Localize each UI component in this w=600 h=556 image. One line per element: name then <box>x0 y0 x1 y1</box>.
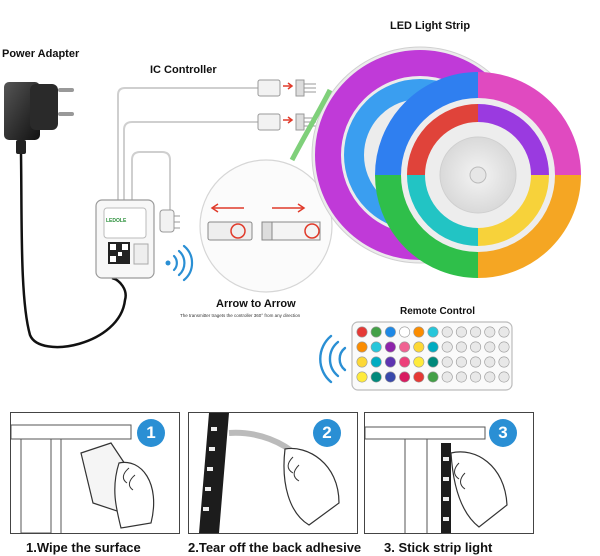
remote-key <box>484 341 496 353</box>
ic-controller-wires <box>117 87 258 210</box>
remote-key <box>356 356 368 368</box>
remote-key <box>399 371 411 383</box>
remote-key <box>484 326 496 338</box>
step-badge-1: 1 <box>137 419 165 447</box>
remote-key <box>384 341 396 353</box>
remote-key <box>441 371 453 383</box>
step-caption-3: 3. Stick strip light <box>384 540 493 555</box>
remote-key <box>413 341 425 353</box>
controller-brand-text: LEDOLE <box>106 218 127 224</box>
remote-key <box>413 326 425 338</box>
remote-key <box>455 326 467 338</box>
remote-key <box>455 371 467 383</box>
power-cable <box>19 153 127 349</box>
arrow-to-arrow-note: The transmitter tragets the controller 3… <box>180 313 301 318</box>
remote-key <box>498 356 510 368</box>
step-panel-3: 3 <box>364 412 534 534</box>
power-adapter-label: Power Adapter <box>2 48 80 60</box>
wipe-illustration <box>11 424 155 533</box>
remote-key <box>384 326 396 338</box>
step-panel-1: 1 <box>10 412 180 534</box>
step-caption-2: 2.Tear off the back adhesive <box>188 540 362 555</box>
remote-key <box>399 326 411 338</box>
remote-key <box>470 326 482 338</box>
remote-key <box>455 341 467 353</box>
stick-illustration <box>365 426 508 533</box>
remote-key <box>356 326 368 338</box>
peel-illustration <box>199 413 340 533</box>
remote-key <box>370 371 382 383</box>
remote-key <box>356 341 368 353</box>
ic-controller-label: IC Controller <box>150 64 217 76</box>
led-light-strip-label: LED Light Strip <box>390 20 471 32</box>
remote-key <box>498 371 510 383</box>
remote-key <box>370 326 382 338</box>
arrow-to-arrow-label: Arrow to Arrow <box>216 298 296 310</box>
arrow-to-arrow-inset <box>199 159 333 293</box>
remote-key <box>498 326 510 338</box>
remote-key <box>399 341 411 353</box>
remote-key <box>455 356 467 368</box>
power-adapter-icon <box>4 82 74 154</box>
remote-key <box>413 356 425 368</box>
remote-key <box>356 371 368 383</box>
ic-controller-icon <box>95 199 180 279</box>
step-panel-2: 2 <box>188 412 358 534</box>
remote-key <box>470 371 482 383</box>
remote-key <box>470 356 482 368</box>
remote-key <box>427 326 439 338</box>
step-caption-1: 1.Wipe the surface <box>26 540 141 555</box>
remote-key <box>484 371 496 383</box>
remote-key <box>427 356 439 368</box>
remote-key <box>399 356 411 368</box>
remote-key <box>370 356 382 368</box>
remote-control-label: Remote Control <box>400 306 475 317</box>
remote-key <box>370 341 382 353</box>
connector-icon <box>257 79 316 131</box>
step-badge-2: 2 <box>313 419 341 447</box>
remote-key <box>384 371 396 383</box>
remote-key <box>498 341 510 353</box>
remote-signal-icon <box>319 334 347 384</box>
connector-arrows <box>283 82 294 124</box>
led-strip-reel-icon <box>289 46 581 278</box>
step-badge-3: 3 <box>489 419 517 447</box>
wireless-signal-icon <box>165 244 194 282</box>
remote-key <box>441 356 453 368</box>
remote-key <box>470 341 482 353</box>
remote-key <box>427 371 439 383</box>
remote-key <box>384 356 396 368</box>
remote-key <box>484 356 496 368</box>
remote-key <box>441 326 453 338</box>
product-diagram: LEDOLE <box>4 46 581 391</box>
remote-control-icon <box>351 321 513 391</box>
remote-key <box>427 341 439 353</box>
remote-key <box>413 371 425 383</box>
remote-key <box>441 341 453 353</box>
